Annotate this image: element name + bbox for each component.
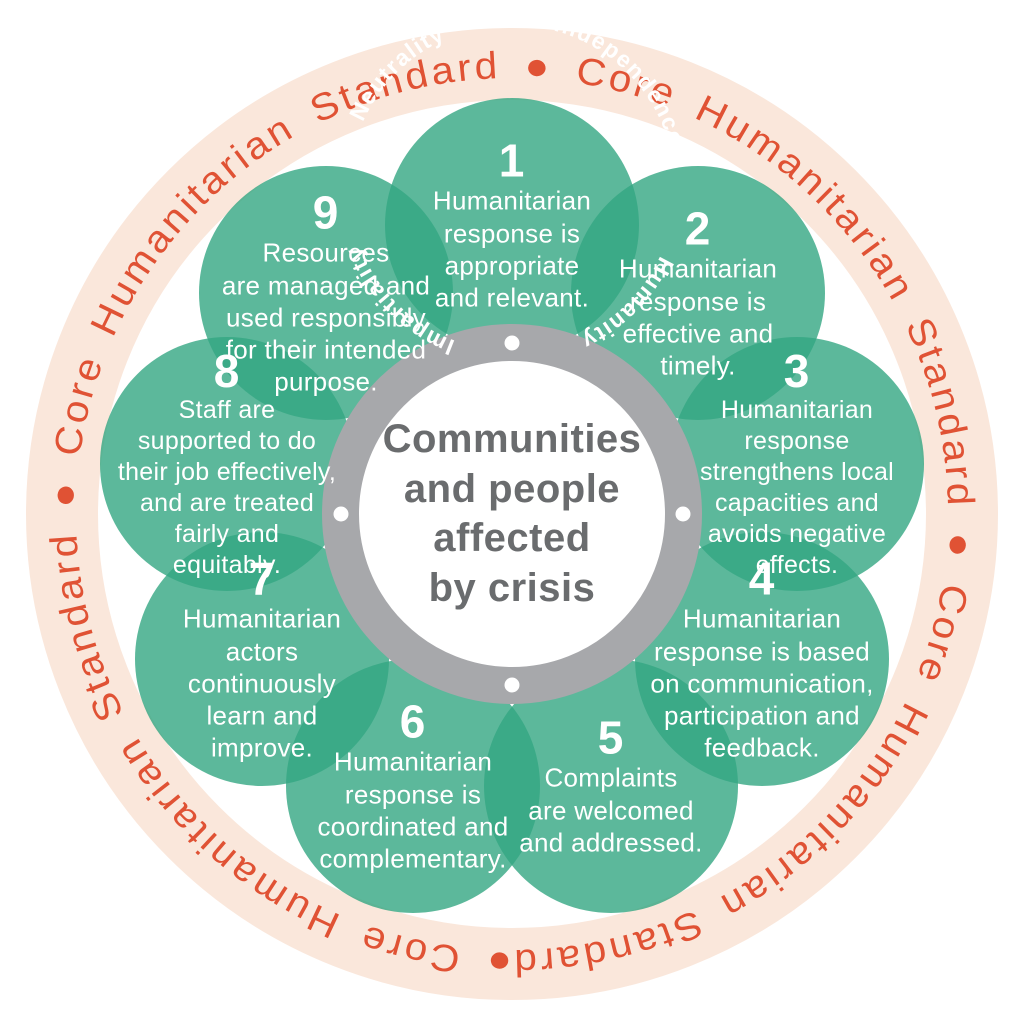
- commitment-number: 8: [213, 344, 241, 397]
- ring-dot-right: [675, 506, 691, 522]
- commitment-7: 7 Humanitarian actors continuously learn…: [137, 554, 387, 763]
- commitment-circle-7: [135, 532, 389, 786]
- commitment-2: 2 Humanitarian response is effective and…: [573, 204, 823, 381]
- commitment-number: 9: [312, 186, 340, 239]
- center-disc: [358, 360, 666, 668]
- commitment-text: Humanitarian response is appropriate and…: [432, 185, 592, 313]
- commitment-3: 3 Humanitarian response strengthens loca…: [672, 347, 922, 581]
- commitment-8: 8 Staff are supported to do their job ef…: [93, 347, 361, 581]
- commitment-circle-3: [670, 337, 924, 591]
- commitment-circle-9: [199, 166, 453, 420]
- ring-dot-top: [504, 335, 520, 351]
- commitment-number: 4: [748, 552, 776, 605]
- commitment-number: 3: [783, 344, 811, 397]
- commitment-circles: [100, 98, 924, 913]
- commitment-text: Resources are managed and used responsib…: [221, 237, 431, 397]
- commitment-number: 2: [684, 202, 712, 255]
- ring-dot-bottom: [504, 677, 520, 693]
- commitment-text: Humanitarian response strengthens local …: [699, 396, 895, 580]
- commitment-4: 4 Humanitarian response is based on comm…: [637, 554, 887, 763]
- commitment-text: Humanitarian response is based on commun…: [650, 603, 874, 763]
- commitment-5: 5 Complaints are welcomed and addressed.: [486, 711, 736, 859]
- ring-dot-left: [333, 506, 349, 522]
- commitment-number: 5: [597, 711, 625, 764]
- commitment-9: 9 Resources are managed and used respons…: [201, 188, 451, 397]
- commitment-circle-5: [484, 659, 738, 913]
- commitment-text: Humanitarian response is coordinated and…: [317, 746, 509, 874]
- outer-band-ring: [26, 28, 998, 1000]
- commitment-text: Humanitarian actors continuously learn a…: [182, 603, 342, 763]
- commitment-number: 6: [399, 695, 427, 748]
- commitment-number: 7: [248, 552, 276, 605]
- commitment-text: Staff are supported to do their job effe…: [117, 396, 337, 580]
- commitment-number: 1: [498, 134, 526, 187]
- commitment-text: Complaints are welcomed and addressed.: [519, 762, 703, 858]
- commitment-text: Humanitarian response is effective and t…: [618, 253, 778, 381]
- commitment-6: 6 Humanitarian response is coordinated a…: [288, 697, 538, 874]
- center-label: Communities and people affected by crisi…: [382, 416, 642, 610]
- commitment-1: 1 Humanitarian response is appropriate a…: [387, 136, 637, 313]
